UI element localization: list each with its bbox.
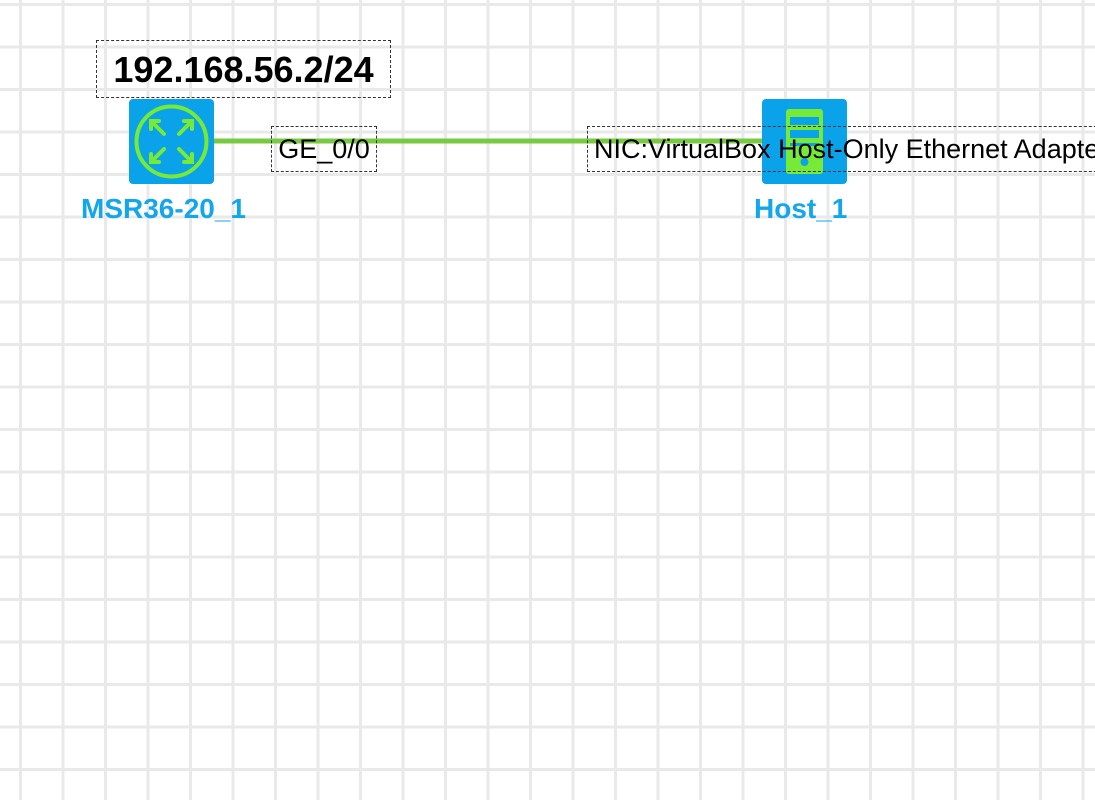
host-device[interactable]	[762, 99, 847, 184]
router-device[interactable]	[129, 99, 214, 184]
host-port-label[interactable]: NIC:VirtualBox Host-Only Ethernet Adapte	[587, 126, 1095, 172]
router-ip-annotation[interactable]: 192.168.56.2/24	[96, 40, 391, 98]
router-port-label[interactable]: GE_0/0	[271, 126, 377, 172]
router-icon	[134, 104, 209, 179]
host-icon	[786, 109, 823, 174]
host-name-label: Host_1	[754, 193, 848, 224]
router-name-label: MSR36-20_1	[81, 193, 246, 224]
